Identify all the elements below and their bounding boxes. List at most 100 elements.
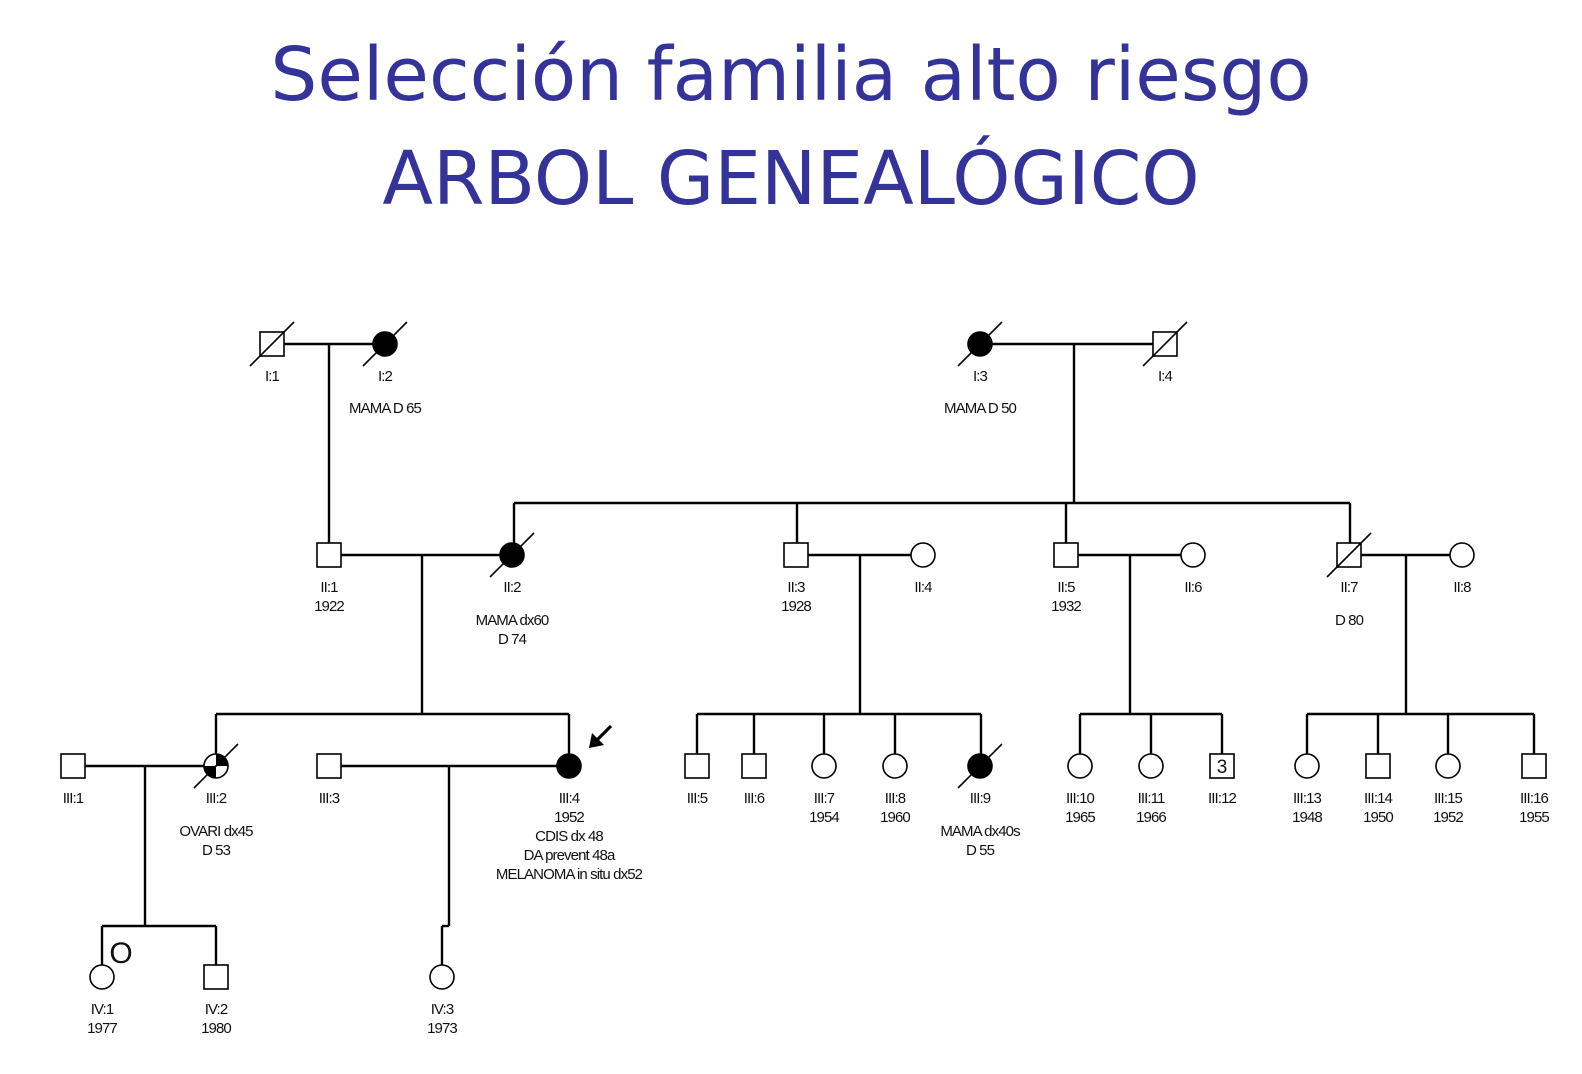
individual-id-label: I:1 [265,368,280,385]
deceased-slash [489,532,535,578]
female-circle-symbol [1449,542,1475,568]
male-square-symbol [741,753,767,779]
female-circle-symbol [429,964,455,990]
deceased-slash [957,743,1003,789]
individual-id-label: I:2 [378,368,393,385]
individual-info-line: 1954 [809,809,839,826]
female-circle-symbol [1294,753,1320,779]
individual-id-label: III:10 [1066,790,1095,807]
male-square-symbol [60,753,86,779]
deceased-slash [957,321,1003,367]
individual-iii-6: III:6 [741,753,767,807]
individual-id-label: III:6 [744,790,765,807]
deceased-slash [1142,321,1188,367]
individual-id-label: III:14 [1364,790,1393,807]
individual-id-label: III:1 [63,790,84,807]
individual-id-label: II:7 [1340,579,1358,596]
individual-info-line: 1973 [427,1020,457,1037]
individual-info-line: 1952 [1433,809,1463,826]
proband-arrow-icon [589,724,613,748]
individual-iii-16: III:16 1955 [1519,753,1550,826]
individual-info-line: 1966 [1136,809,1166,826]
individual-info-line: MAMA D 50 [944,400,1016,417]
deceased-slash [362,321,408,367]
individual-info-line: 1965 [1065,809,1095,826]
female-circle-symbol [1067,753,1093,779]
individual-iii-13: III:13 1948 [1292,753,1323,826]
individual-info-line: D 53 [202,842,231,859]
pedigree-connector-lines [85,342,1536,965]
individual-id-label: II:2 [503,579,521,596]
individual-info-line: 1922 [314,598,344,615]
individual-info-line: D 55 [966,842,995,859]
female-circle-symbol [1180,542,1206,568]
individual-id-label: III:7 [814,790,835,807]
individual-id-label: III:15 [1434,790,1463,807]
page-title-line-2: ARBOL GENEALÓGICO [382,136,1200,222]
individual-iii-5: III:5 [684,753,710,807]
individual-i-1: I:1 [249,321,295,385]
individual-ii-4: II:4 [910,542,936,596]
male-square-symbol [1053,542,1079,568]
individual-id-label: III:3 [319,790,340,807]
male-square-symbol [783,542,809,568]
individual-iii-3: III:3 [316,753,342,807]
obligate-carrier-marker: O [109,937,132,970]
individual-id-label: III:2 [206,790,227,807]
individual-id-label: I:4 [1158,368,1173,385]
page-title-line-1: Selección familia alto riesgo [270,32,1312,118]
individual-info-line: MAMA D 65 [349,400,421,417]
individual-id-label: III:5 [687,790,708,807]
individual-info-line: CDIS dx 48 [535,828,603,845]
individual-info-line: DA prevent 48a [524,847,616,864]
individual-ii-8: II:8 [1449,542,1475,596]
individual-info-line: D 74 [498,631,527,648]
sibling-count: 3 [1217,757,1228,778]
individual-id-label: III:8 [885,790,906,807]
individual-info-line: 1977 [87,1020,117,1037]
female-circle-symbol [811,753,837,779]
male-square-symbol [684,753,710,779]
female-circle-symbol [556,753,582,779]
individual-id-label: II:3 [787,579,805,596]
female-circle-symbol [89,964,115,990]
individual-iii-7: III:7 1954 [809,753,840,826]
male-square-symbol [316,542,342,568]
individual-info-line: MELANOMA in situ dx52 [496,866,643,883]
male-square-symbol [316,753,342,779]
individual-id-label: I:3 [973,368,988,385]
individual-info-line: 1948 [1292,809,1322,826]
individual-info-line: 1952 [554,809,584,826]
individual-id-label: III:9 [970,790,991,807]
female-circle-symbol [1138,753,1164,779]
individual-i-4: I:4 [1142,321,1188,385]
individual-id-label: IV:3 [431,1001,454,1018]
female-circle-symbol [882,753,908,779]
individual-id-label: III:16 [1520,790,1549,807]
individual-info-line: 1955 [1519,809,1549,826]
individual-id-label: II:4 [914,579,932,596]
individual-id-label: IV:1 [91,1001,114,1018]
individual-info-line: MAMA dx60 [476,612,549,629]
individual-info-line: MAMA dx40s [940,823,1020,840]
male-square-symbol [1209,753,1235,779]
individual-iii-10: III:10 1965 [1065,753,1096,826]
male-square-symbol [1365,753,1391,779]
individual-iv-1: O IV:1 1977 [87,937,133,1037]
individual-info-line: OVARI dx45 [179,823,253,840]
deceased-slash [249,321,295,367]
individual-id-label: III:13 [1293,790,1322,807]
individual-id-label: II:6 [1184,579,1202,596]
